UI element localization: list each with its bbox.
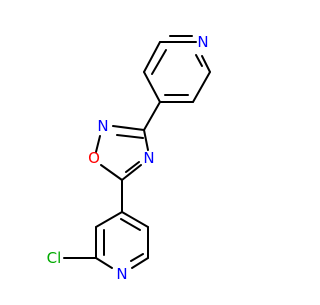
atom-o-oxadiazole: O — [88, 149, 100, 167]
atom-n-bottom: N — [116, 265, 127, 283]
top-pyridine-ring — [143, 35, 211, 103]
bond — [120, 218, 141, 231]
bond — [195, 54, 203, 67]
bond — [143, 129, 149, 151]
bond — [95, 135, 101, 153]
bond — [130, 253, 144, 262]
atom-n-oxadiazole-left: N — [97, 117, 108, 135]
oxadiazole-ring — [95, 125, 149, 181]
atom-n-top: N — [197, 33, 208, 51]
atom-n-oxadiazole-right: N — [143, 149, 154, 167]
bond — [95, 257, 113, 269]
molecule-diagram: N N O N Cl N — [47, 33, 211, 283]
bond — [192, 71, 211, 103]
bond — [121, 211, 149, 228]
bond — [143, 101, 161, 131]
bond — [100, 164, 123, 181]
bond — [121, 164, 142, 181]
bond — [116, 134, 144, 139]
bond — [131, 257, 149, 269]
bond — [125, 161, 140, 173]
bond — [201, 55, 211, 73]
bond — [95, 211, 123, 228]
bottom-pyridine-ring — [63, 211, 149, 269]
bond — [143, 71, 161, 103]
bond — [112, 125, 145, 131]
bond — [143, 41, 161, 73]
molecule-structure: N N O N Cl N — [47, 33, 211, 283]
bond — [151, 49, 167, 75]
atom-cl: Cl — [47, 249, 62, 267]
